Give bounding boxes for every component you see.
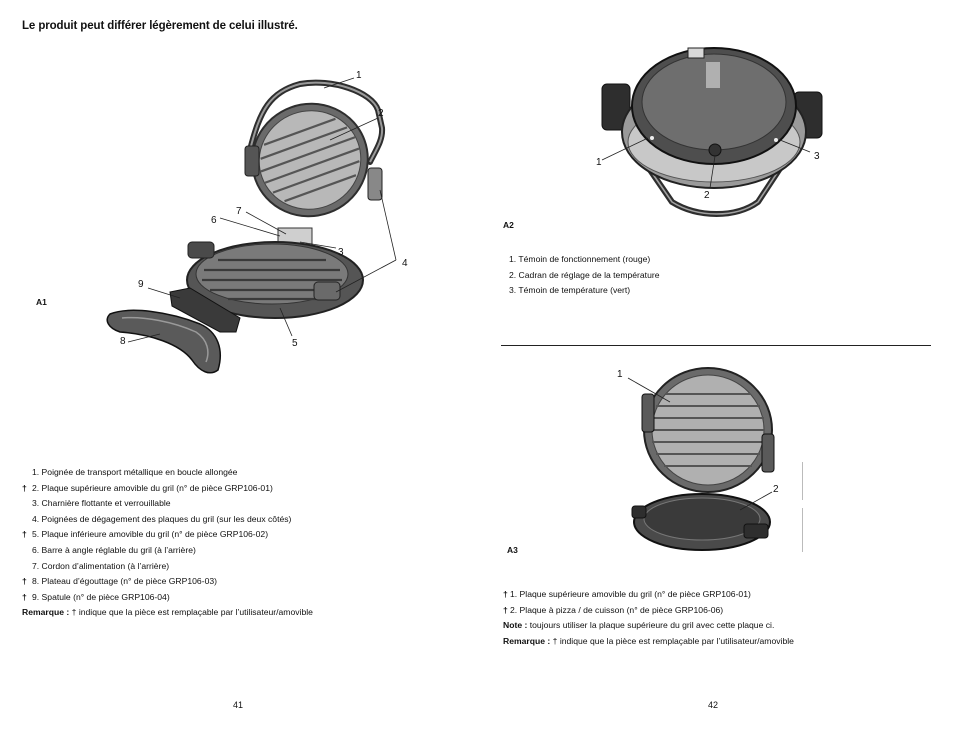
figure-edge-mark bbox=[802, 508, 803, 552]
list-item: 3. Témoin de température (vert) bbox=[509, 285, 631, 296]
remark-line: Remarque : † indique que la pièce est re… bbox=[503, 635, 794, 646]
list-item: 6. Barre à angle réglable du gril (à l’a… bbox=[32, 544, 196, 555]
callout-a2-2: 2 bbox=[704, 190, 710, 201]
figure-label-a1: A1 bbox=[36, 297, 47, 307]
grill-pizza-plate-illustration bbox=[627, 367, 775, 551]
page-number-right: 42 bbox=[708, 700, 719, 710]
list-item: 1. Poignée de transport métallique en bo… bbox=[32, 467, 238, 477]
figure-label-a3: A3 bbox=[507, 545, 518, 555]
callout-a2-3: 3 bbox=[814, 151, 820, 162]
callout-a1-1: 1 bbox=[356, 70, 362, 81]
list-item: 4. Poignées de dégagement des plaques du… bbox=[32, 513, 292, 524]
callout-a1-8: 8 bbox=[120, 336, 126, 347]
callout-a1-9: 9 bbox=[138, 279, 144, 290]
list-item: †8. Plateau d’égouttage (n° de pièce GRP… bbox=[22, 576, 217, 587]
callout-a2-1: 1 bbox=[596, 157, 602, 168]
list-item: 7. Cordon d’alimentation (à l’arrière) bbox=[32, 560, 170, 571]
remark-line: Remarque : † indique que la pièce est re… bbox=[22, 607, 313, 618]
list-item: †2. Plaque à pizza / de cuisson (n° de p… bbox=[503, 604, 724, 615]
parts-list-a3: †1. Plaque supérieure amovible du gril (… bbox=[503, 587, 933, 649]
list-item: †9. Spatule (n° de pièce GRP106-04) bbox=[22, 591, 170, 602]
figure-label-a2: A2 bbox=[503, 220, 514, 230]
callout-a3-2: 2 bbox=[773, 484, 779, 495]
page-number-left: 41 bbox=[233, 700, 244, 710]
figure-edge-mark bbox=[802, 462, 803, 500]
parts-list-a2: 1. Témoin de fonctionnement (rouge) 2. C… bbox=[509, 252, 909, 299]
callout-a1-3: 3 bbox=[338, 247, 344, 258]
callout-a1-6: 6 bbox=[211, 215, 217, 226]
list-item: †5. Plaque inférieure amovible du gril (… bbox=[22, 529, 269, 540]
list-item: 3. Charnière flottante et verrouillable bbox=[32, 498, 171, 509]
grill-open-illustration bbox=[106, 77, 397, 374]
callout-a3-1: 1 bbox=[617, 369, 623, 380]
section-divider bbox=[501, 345, 931, 346]
callout-a1-5: 5 bbox=[292, 338, 298, 349]
list-item: †1. Plaque supérieure amovible du gril (… bbox=[503, 589, 751, 599]
callout-a1-4: 4 bbox=[402, 258, 408, 269]
note-line: Note : toujours utiliser la plaque supér… bbox=[503, 620, 775, 631]
list-item: 1. Témoin de fonctionnement (rouge) bbox=[509, 254, 651, 264]
callout-a1-2: 2 bbox=[378, 108, 384, 119]
list-item: 2. Cadran de réglage de la température bbox=[509, 269, 660, 280]
callout-a1-7: 7 bbox=[236, 206, 242, 217]
parts-list-a1: 1. Poignée de transport métallique en bo… bbox=[22, 465, 442, 621]
list-item: †2. Plaque supérieure amovible du gril (… bbox=[22, 482, 273, 493]
grill-closed-illustration bbox=[601, 47, 823, 217]
page-heading: Le produit peut différer légèrement de c… bbox=[22, 20, 298, 32]
